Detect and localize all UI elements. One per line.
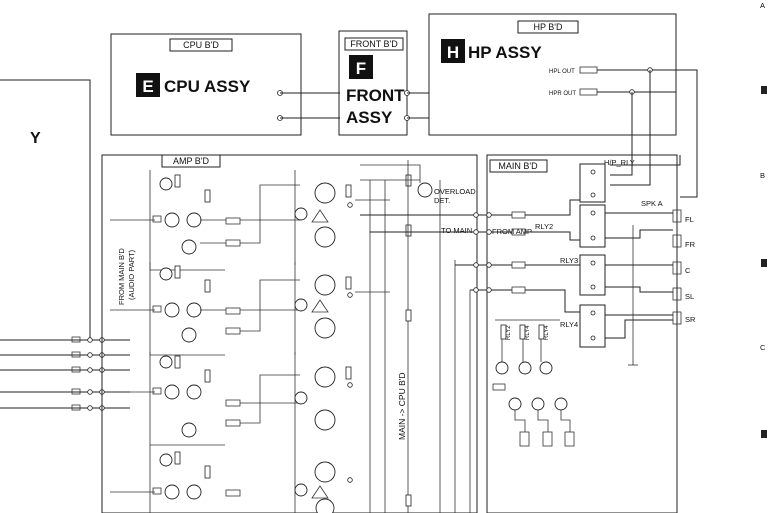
amp-side-label-2: (AUDIO PART) <box>127 249 136 300</box>
amp-channel-3 <box>110 352 353 446</box>
relay-driver: RLY2 RLY4 RLY4 <box>492 319 575 447</box>
rly3-label: RLY3 <box>560 256 578 265</box>
bus-lines: MAIN -> CPU B'D TO MAIN FROM AMP <box>369 180 532 513</box>
front-badge <box>349 55 373 79</box>
hp-relay <box>579 163 606 203</box>
amp-channel-4 <box>110 445 353 513</box>
hp-board-title: HP B'D <box>533 22 563 32</box>
spk-c-label: C <box>685 266 691 275</box>
cpu-board-title: CPU B'D <box>183 40 219 50</box>
front-badge-letter: F <box>356 59 366 78</box>
main-to-cpu-label: MAIN -> CPU B'D <box>397 372 407 440</box>
front-board-title: FRONT B'D <box>350 39 398 49</box>
rly-driver-label-1: RLY2 <box>506 325 512 340</box>
hpr-out-label: HPR OUT <box>549 91 576 97</box>
hp-assy-label: HP ASSY <box>468 43 542 62</box>
front-assy-label-1: FRONT <box>346 86 405 105</box>
grid-marker <box>761 430 767 438</box>
amp-side-label: FROM MAIN B'D <box>117 248 126 305</box>
page-label: Y <box>30 130 41 147</box>
grid-marker <box>761 259 767 267</box>
amp-channel-1 <box>110 170 390 271</box>
rly2-label: RLY2 <box>535 222 553 231</box>
spk-a-label: SPK A <box>641 199 663 208</box>
rly-driver-label-3: RLY4 <box>544 325 550 340</box>
hp-badge <box>441 39 465 63</box>
spk-fl-label: FL <box>685 215 694 224</box>
relay-4 <box>579 304 606 348</box>
bus-dots <box>473 212 492 293</box>
overload-label-2: DET. <box>434 196 450 205</box>
grid-ref-a: A <box>760 1 765 10</box>
main-board-title: MAIN B'D <box>498 161 538 171</box>
grid-marker <box>761 86 767 94</box>
grid-ref-c: C <box>760 343 766 352</box>
speaker-terminals: FL FR C SL SR <box>672 209 696 325</box>
spk-fr-label: FR <box>685 240 696 249</box>
front-board: FRONT B'D F FRONT ASSY <box>338 30 410 136</box>
hp-relay-label: H/P_RLY <box>604 158 635 167</box>
cpu-badge-letter: E <box>142 77 153 96</box>
overload-detector: OVERLOAD DET. <box>360 160 476 513</box>
left-connector-dots <box>71 336 105 411</box>
cpu-board: CPU B'D E CPU ASSY <box>110 33 302 136</box>
rly-driver-label-2: RLY4 <box>525 325 531 340</box>
to-main-label: TO MAIN <box>441 226 472 235</box>
amp-channel-2 <box>110 262 390 356</box>
front-assy-label-2: ASSY <box>346 108 393 127</box>
hp-badge-letter: H <box>447 43 459 62</box>
spk-sr-label: SR <box>685 315 696 324</box>
rly4-label: RLY4 <box>560 320 578 329</box>
relay-3 <box>579 254 606 296</box>
cpu-assy-label: CPU ASSY <box>164 77 251 96</box>
amp-board: AMP B'D FROM MAIN B'D (AUDIO PART) <box>101 154 478 513</box>
main-board: MAIN B'D H/P_RLY RLY2 RLY3 RLY4 SPK A <box>360 154 696 513</box>
overload-label-1: OVERLOAD <box>434 187 476 196</box>
grid-ref-b: B <box>760 171 765 180</box>
hpl-out-label: HPL OUT <box>549 69 575 75</box>
hp-board: HP B'D H HP ASSY HPL OUT HPR OUT <box>428 13 677 136</box>
amp-board-title: AMP B'D <box>173 156 210 166</box>
relay-2 <box>579 204 606 248</box>
cpu-badge <box>136 73 160 97</box>
spk-sl-label: SL <box>685 292 694 301</box>
